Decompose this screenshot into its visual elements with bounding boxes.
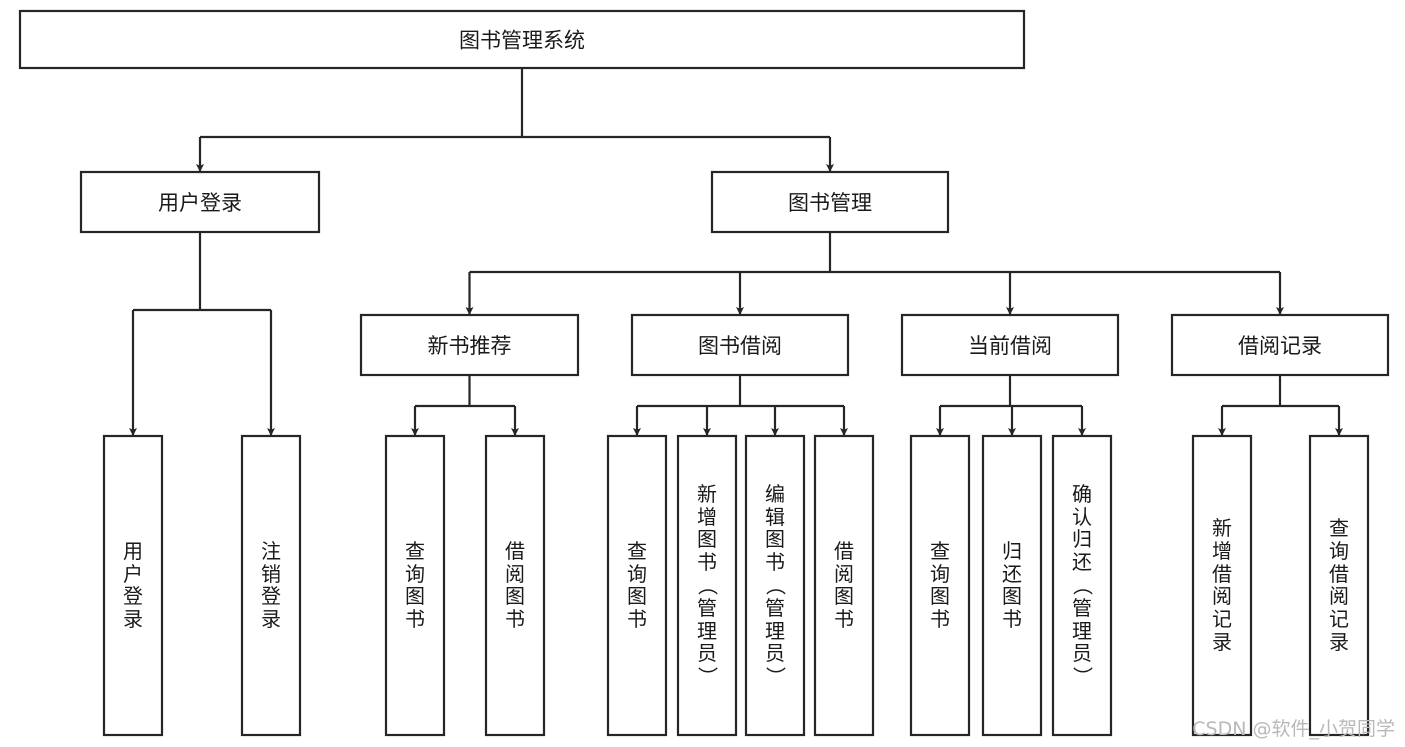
node-leaf-11-rect [1191, 434, 1253, 737]
node-leaf-8[interactable] [909, 434, 971, 737]
node-leaf-10[interactable] [1051, 434, 1113, 737]
node-l2-0[interactable]: 用户登录 [79, 170, 321, 234]
node-l3-0[interactable]: 新书推荐 [359, 313, 580, 377]
node-l3-0-label: 新书推荐 [428, 334, 512, 358]
node-leaf-1[interactable] [240, 434, 302, 737]
node-l3-2-label: 当前借阅 [968, 334, 1052, 358]
node-l3-3-rect [1170, 313, 1390, 377]
node-l3-1-label: 图书借阅 [698, 334, 782, 358]
node-l2-0-rect [79, 170, 321, 234]
node-leaf-4-rect [606, 434, 668, 737]
node-leaf-7-rect [813, 434, 875, 737]
node-leaf-5-rect [676, 434, 738, 737]
node-l3-1-rect [630, 313, 850, 377]
node-l2-0-label: 用户登录 [158, 191, 242, 215]
node-leaf-3[interactable] [484, 434, 546, 737]
node-root-图书管理系统-label: 图书管理系统 [459, 29, 585, 53]
node-leaf-9[interactable] [981, 434, 1043, 737]
node-leaf-0[interactable] [102, 434, 164, 737]
node-l3-3-label: 借阅记录 [1238, 334, 1322, 358]
node-l3-2[interactable]: 当前借阅 [900, 313, 1120, 377]
node-l3-1[interactable]: 图书借阅 [630, 313, 850, 377]
node-leaf-5[interactable] [676, 434, 738, 737]
node-leaf-2-rect [384, 434, 446, 737]
node-l2-1[interactable]: 图书管理 [710, 170, 950, 234]
node-root-图书管理系统[interactable]: 图书管理系统 [18, 9, 1026, 70]
node-leaf-3-rect [484, 434, 546, 737]
node-leaf-10-rect [1051, 434, 1113, 737]
node-leaf-2[interactable] [384, 434, 446, 737]
node-leaf-11[interactable] [1191, 434, 1253, 737]
node-leaf-7[interactable] [813, 434, 875, 737]
node-leaf-1-rect [240, 434, 302, 737]
node-leaf-4[interactable] [606, 434, 668, 737]
node-l2-1-label: 图书管理 [788, 191, 872, 215]
node-leaf-0-rect [102, 434, 164, 737]
node-l3-2-rect [900, 313, 1120, 377]
connector-group [129, 68, 1343, 436]
node-l3-3[interactable]: 借阅记录 [1170, 313, 1390, 377]
node-leaf-9-rect [981, 434, 1043, 737]
node-leaf-12[interactable] [1308, 434, 1370, 737]
node-l2-1-rect [710, 170, 950, 234]
node-leaf-6[interactable] [744, 434, 806, 737]
node-leaf-12-rect [1308, 434, 1370, 737]
node-root-图书管理系统-rect [18, 9, 1026, 70]
node-l3-0-rect [359, 313, 580, 377]
node-leaf-6-rect [744, 434, 806, 737]
node-leaf-8-rect [909, 434, 971, 737]
